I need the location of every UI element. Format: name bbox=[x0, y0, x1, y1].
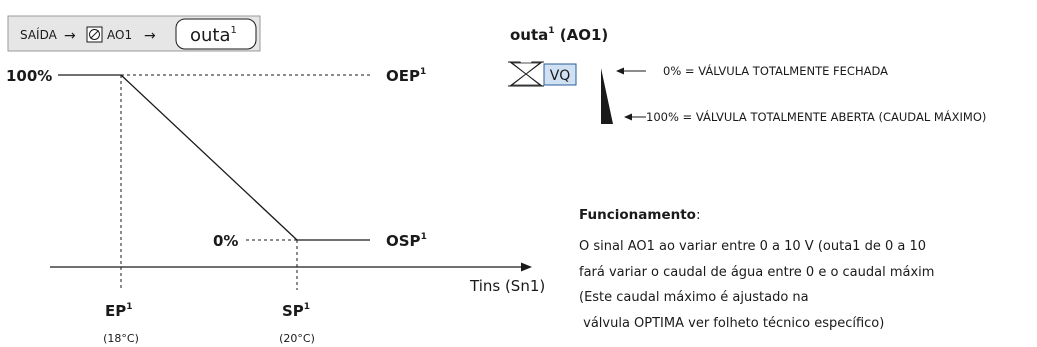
arrow-icon: → bbox=[64, 28, 76, 44]
funcionamento-heading: Funcionamento: bbox=[579, 207, 701, 223]
valve-open-text: 100% = VÁLVULA TOTALMENTE ABERTA (CAUDAL… bbox=[646, 109, 986, 124]
funcionamento-line-1: O sinal AO1 ao variar entre 0 a 10 V (ou… bbox=[579, 239, 926, 254]
ep-temp-label: (18°C) bbox=[103, 332, 139, 345]
funcionamento-line-2: fará variar o caudal de água entre 0 e o… bbox=[579, 265, 934, 280]
ep-label: EP1 bbox=[105, 302, 133, 320]
sp-temp-label: (20°C) bbox=[279, 332, 315, 345]
funcionamento-section: Funcionamento: O sinal AO1 ao variar ent… bbox=[579, 207, 934, 331]
funcionamento-line-4: válvula OPTIMA ver folheto técnico espec… bbox=[579, 316, 884, 331]
x-axis-arrowhead-icon bbox=[521, 262, 532, 272]
arrow-left-icon bbox=[616, 67, 624, 75]
valve-closed-text: 0% = VÁLVULA TOTALMENTE FECHADA bbox=[663, 63, 888, 78]
valve-section: outa1 (AO1) VQ 0% = VÁLVULA TOTALMENTE F… bbox=[508, 26, 986, 124]
ramp-wedge-icon bbox=[601, 68, 613, 124]
breadcrumb-current-sup: 1 bbox=[231, 25, 237, 36]
breadcrumb: SAÍDA → AO1 → outa1 bbox=[7, 15, 261, 52]
valve-symbol-label: VQ bbox=[550, 68, 571, 84]
arrow-left-icon bbox=[624, 113, 632, 121]
sp-label: SP1 bbox=[282, 302, 310, 320]
valve-icon: VQ bbox=[508, 61, 577, 87]
svg-text:outa1: outa1 bbox=[190, 25, 237, 46]
funcionamento-line-3: (Este caudal máximo é ajustado na bbox=[579, 290, 809, 305]
oep-label: OEP1 bbox=[386, 67, 426, 85]
breadcrumb-current-button[interactable]: outa1 bbox=[175, 18, 257, 50]
y-bottom-label: 0% bbox=[213, 232, 238, 250]
breadcrumb-current-label: outa bbox=[190, 25, 231, 46]
valve-title: outa1 (AO1) bbox=[510, 26, 608, 44]
osp-label: OSP1 bbox=[386, 232, 427, 250]
x-axis-label: Tins (Sn1) bbox=[469, 277, 545, 295]
settings-slash-icon bbox=[86, 26, 103, 43]
breadcrumb-saida: SAÍDA bbox=[20, 27, 58, 42]
control-graph: 100% 0% OEP1 OSP1 Tins (Sn1) EP1 (18°C) … bbox=[6, 67, 545, 345]
ramp-line bbox=[120, 74, 298, 241]
arrow-icon: → bbox=[144, 28, 156, 44]
y-top-label: 100% bbox=[6, 67, 52, 85]
breadcrumb-ao1: AO1 bbox=[107, 28, 132, 42]
